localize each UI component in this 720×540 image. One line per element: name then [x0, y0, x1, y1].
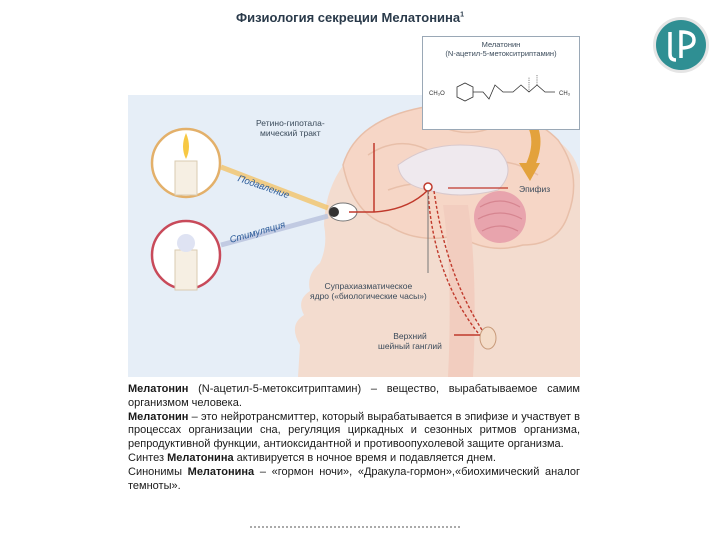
- thalamus: [397, 144, 509, 196]
- logo: [652, 16, 710, 74]
- paragraph-synthesis: Синтез Мелатонина активируется в ночное …: [128, 451, 496, 464]
- diagram-panel: Ретино-гипотала- мический тракт Эпифиз П…: [128, 95, 580, 377]
- formula-box: Мелатонин (N-ацетил-5-метокситриптамин) …: [422, 36, 580, 130]
- eye: [329, 207, 339, 217]
- label-epiphysis: Эпифиз: [519, 184, 551, 194]
- brainstem: [443, 205, 475, 377]
- paragraph-function: Мелатонин – это нейротрансмиттер, которы…: [128, 410, 580, 451]
- formula-subtitle: (N-ацетил-5-метокситриптамин): [445, 49, 557, 58]
- benzene-ring: [456, 82, 474, 102]
- paragraph-definition: Мелатонин (N-ацетил-5-метокситриптамин) …: [128, 383, 580, 409]
- description-text: Мелатонин (N-ацетил-5-метокситриптамин) …: [128, 383, 580, 493]
- formula-title: Мелатонин: [481, 40, 521, 49]
- label-superior-cervical-ganglion: Верхний шейный ганглий: [378, 331, 442, 351]
- page-title: Физиология секреции Мелатонина1: [236, 10, 465, 25]
- formula-group-right: CH₃: [559, 91, 571, 97]
- label-retinohypothalamic-tract: Ретино-гипотала- мический тракт: [256, 118, 325, 138]
- label-suprachiasmatic-nucleus: Супрахиазматическое ядро («биологические…: [310, 281, 427, 301]
- candle-flame: [183, 133, 189, 159]
- faded-text-line: [250, 526, 460, 530]
- formula-group-left: CH₃O: [429, 91, 445, 97]
- paragraph-synonyms: Синонимы Мелатонина – «гормон ночи», «Др…: [128, 465, 581, 492]
